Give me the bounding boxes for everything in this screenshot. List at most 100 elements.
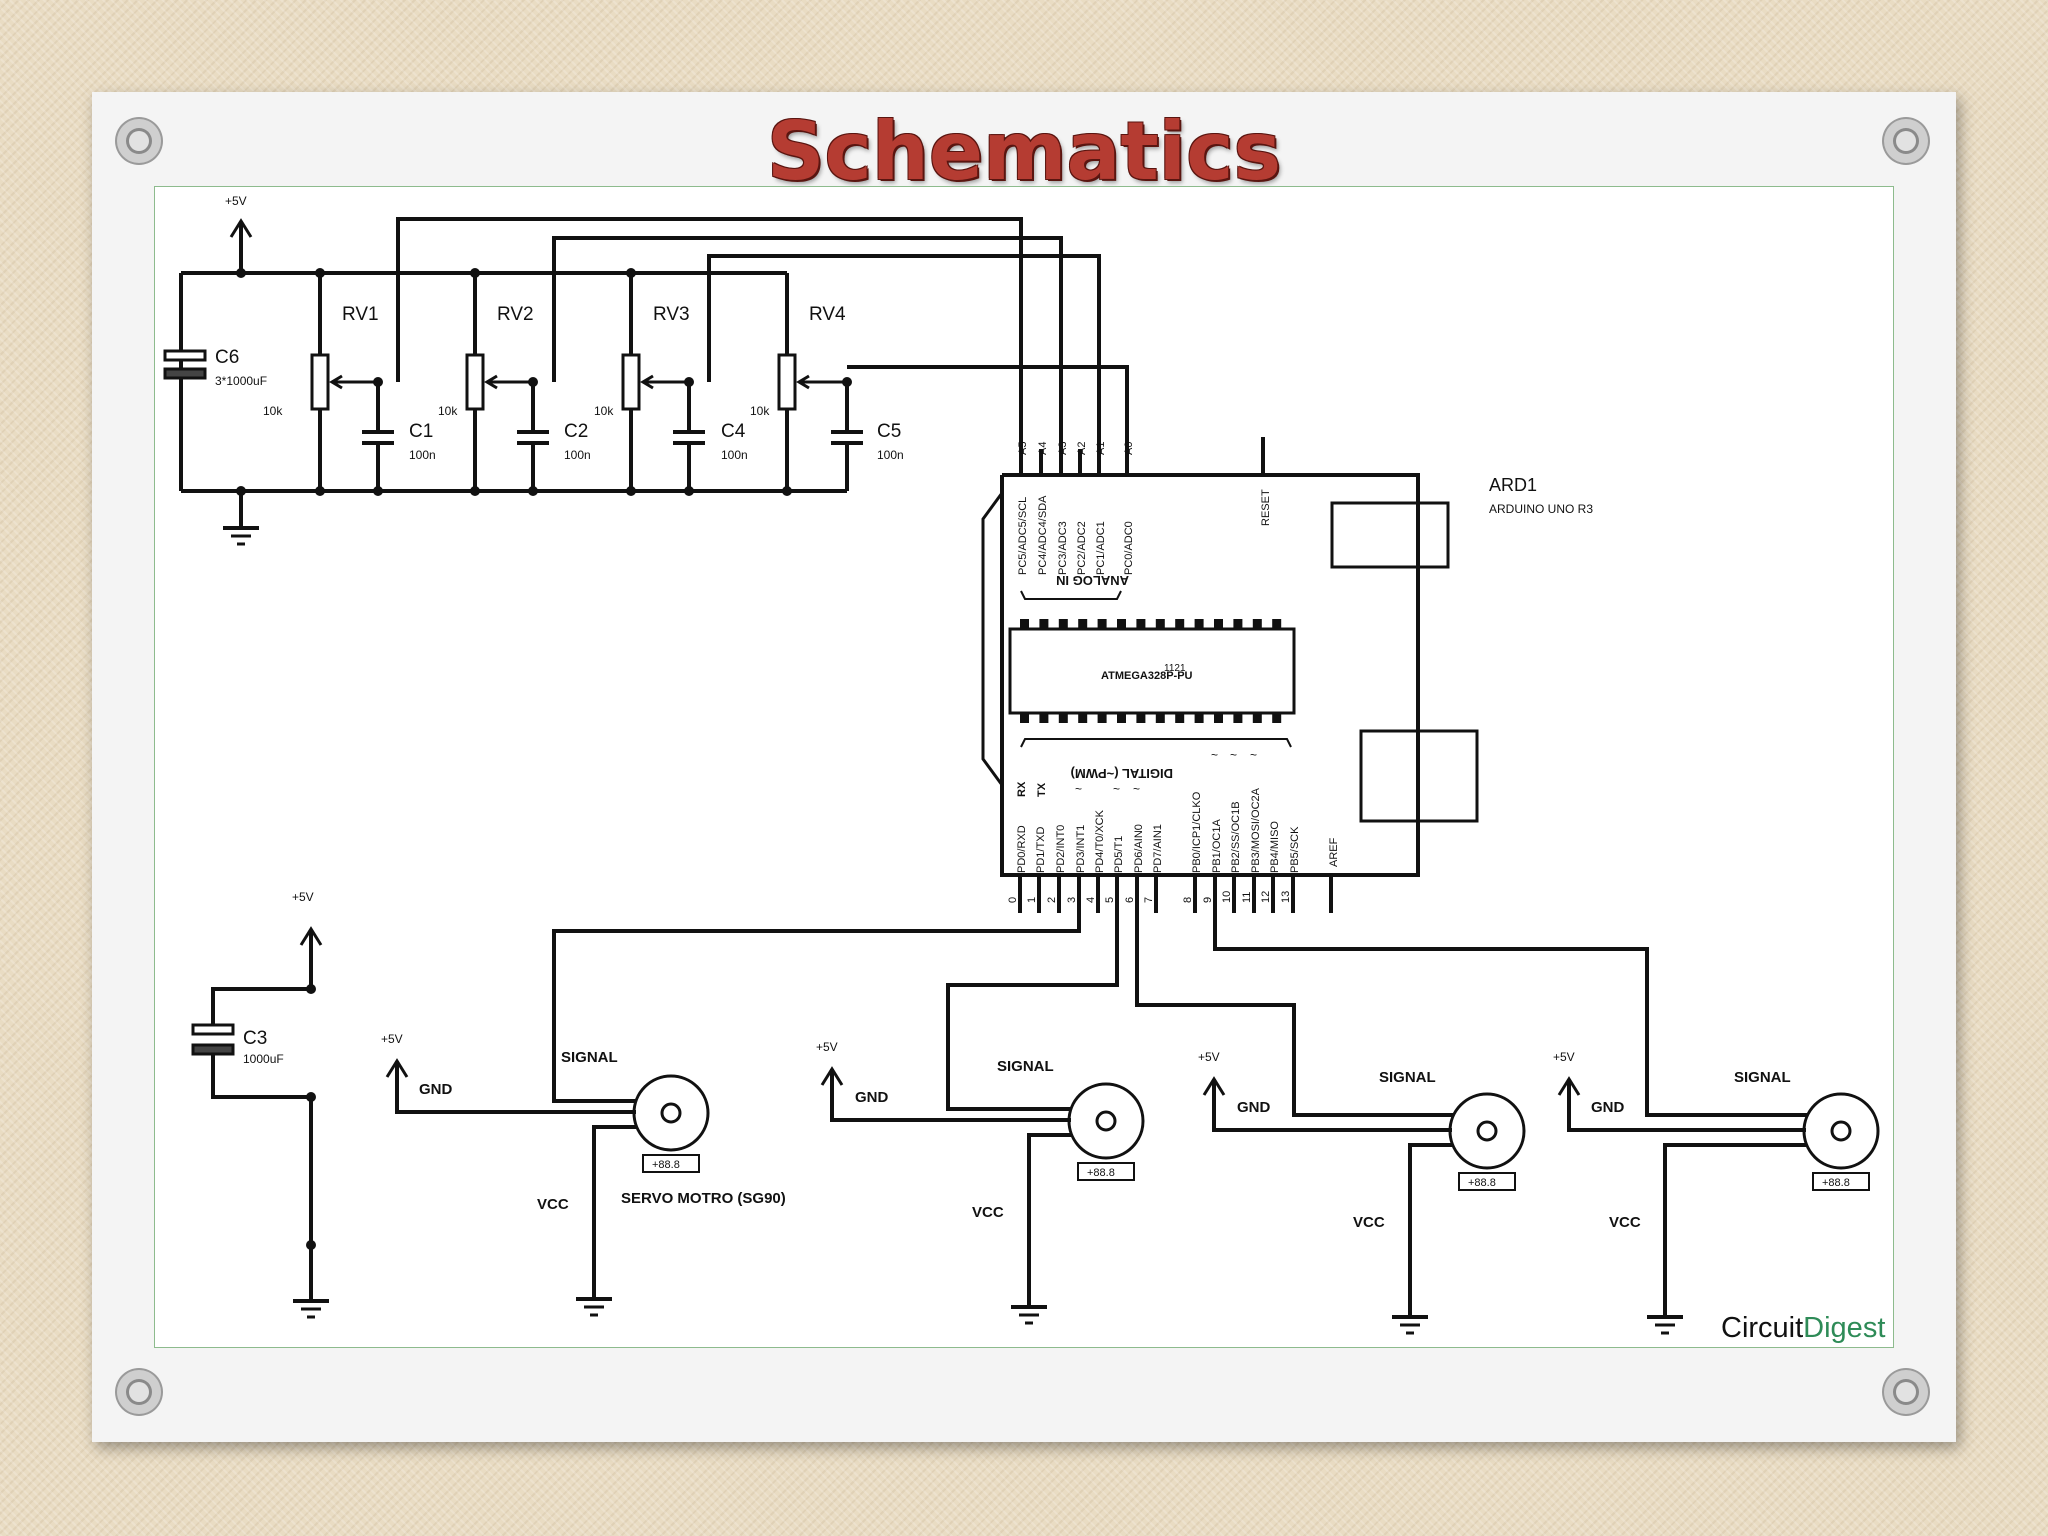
chip-pin — [1117, 713, 1126, 723]
c5-value: 100n — [877, 448, 904, 462]
analog-pin-label: A2 — [1076, 442, 1088, 455]
chip-pin — [1078, 713, 1088, 723]
digital-pin-name: PB0/ICP1/CLKO — [1191, 791, 1203, 873]
rv4-label: RV4 — [809, 304, 846, 325]
c2-value: 100n — [564, 448, 591, 462]
capacitor-c6: C6 3*1000uF — [163, 347, 267, 388]
chip-pin — [1039, 713, 1049, 723]
digital-pin-number: 13 — [1280, 891, 1292, 903]
c2-label: C2 — [564, 421, 588, 442]
servo-gnd-label: GND — [1237, 1099, 1271, 1116]
pot-bank: +5V C6 3*1000uF RV1 10k — [163, 194, 1129, 546]
chip-pin — [1233, 713, 1243, 723]
servo-vcc-label: +5V — [1553, 1050, 1575, 1064]
servo-gnd-wire — [830, 1069, 1071, 1122]
pwm-mark: ~ — [1250, 748, 1257, 762]
servo-readout: +88.8 — [1822, 1177, 1850, 1189]
chip-pin — [1233, 619, 1243, 629]
c6-value: 3*1000uF — [215, 374, 267, 388]
digital-pin-number: 0 — [1007, 897, 1019, 903]
servo-gnd-label: GND — [1591, 1099, 1625, 1116]
servo-readout: +88.8 — [652, 1159, 680, 1171]
servo-shaft — [1830, 1120, 1852, 1142]
pwm-mark: ~ — [1211, 748, 1218, 762]
analog-pin-label: A0 — [1123, 442, 1135, 455]
digital-pin-number: 9 — [1202, 897, 1214, 903]
chip-pin — [1272, 619, 1282, 629]
servo-signal-label: SIGNAL — [1379, 1069, 1436, 1086]
servo-readout-box — [642, 1154, 700, 1173]
analog-pin-label: A1 — [1095, 442, 1107, 455]
servo-gnd-wire — [1567, 1079, 1806, 1132]
digital-pin-number: 2 — [1046, 897, 1058, 903]
analog-pin-name: PC1/ADC1 — [1095, 521, 1107, 575]
chip-code: 1121 — [1164, 663, 1186, 674]
analog-pin-name: PC0/ADC0 — [1123, 521, 1135, 575]
capacitor-c4: C4 100n — [673, 382, 748, 491]
aref-label: AREF — [1328, 837, 1340, 867]
pot-rv2: RV2 10k — [438, 273, 534, 491]
screw-icon — [115, 117, 163, 165]
digital-pin-number: 3 — [1066, 897, 1078, 903]
chip-pin — [1078, 619, 1088, 629]
chip-pin — [1214, 713, 1223, 723]
servo-vcc-text: VCC — [972, 1204, 1004, 1221]
rv1-value: 10k — [263, 404, 283, 418]
page-title: Schematics — [766, 105, 1282, 198]
digital-pin-name: PB1/OC1A — [1211, 819, 1223, 873]
servo-vcc-wire — [592, 1125, 637, 1299]
pot-rv3: RV3 10k — [594, 273, 690, 491]
servo-gnd-label: GND — [855, 1089, 889, 1106]
c3-vcc-label: +5V — [292, 890, 314, 904]
analog-pin-label: A5 — [1017, 442, 1029, 455]
servo-caption: SERVO MOTRO (SG90) — [621, 1190, 786, 1207]
chip-pin — [1039, 619, 1049, 629]
digital-pin-number: 8 — [1182, 897, 1194, 903]
servo-signal-label: SIGNAL — [561, 1049, 618, 1066]
digital-pin-name: PB5/SCK — [1289, 826, 1301, 873]
chip-pin — [1194, 713, 1204, 723]
c4-value: 100n — [721, 448, 748, 462]
chip-pin — [1175, 713, 1185, 723]
analog-pin-label: A3 — [1057, 442, 1069, 455]
digital-pin-number: 7 — [1143, 897, 1155, 903]
pot-rv4: RV4 10k — [750, 273, 847, 491]
c4-label: C4 — [721, 421, 746, 442]
digital-pin-number: 1 — [1026, 897, 1038, 903]
analog-pin-name: PC4/ADC4/SDA — [1037, 495, 1049, 575]
digital-header: DIGITAL (~PWM) — [1071, 766, 1173, 781]
chip-pin — [1155, 713, 1165, 723]
digital-pin-name: PD7/AIN1 — [1152, 824, 1164, 873]
servo-vcc-label: +5V — [1198, 1050, 1220, 1064]
chip-pin — [1272, 713, 1282, 723]
digital-pin-name: PB4/MISO — [1269, 821, 1281, 873]
rv3-label: RV3 — [653, 304, 690, 325]
digital-pin-number: 5 — [1104, 897, 1116, 903]
servo-readout: +88.8 — [1087, 1167, 1115, 1179]
pwm-mark: ~ — [1133, 782, 1140, 796]
digital-pin-name: PD1/TXD — [1035, 826, 1047, 873]
servo-vcc-wire — [1408, 1143, 1453, 1317]
arduino-ref: ARD1 — [1489, 475, 1537, 495]
chip-pin — [1097, 713, 1107, 723]
servo-shaft — [1476, 1120, 1498, 1142]
digital-pin-name: PD2/INT0 — [1055, 825, 1067, 873]
capacitor-c1: C1 100n — [362, 382, 436, 491]
digital-pin-name: PD6/AIN0 — [1133, 824, 1145, 873]
servo-vcc-label: +5V — [381, 1032, 403, 1046]
digital-pin-name: PD5/T1 — [1113, 836, 1125, 873]
schematic-svg: +5V C6 3*1000uF RV1 10k — [163, 194, 1885, 1344]
chip-label: ATMEGA328P-PU — [1101, 670, 1193, 682]
analog-pin-label: A4 — [1037, 442, 1049, 455]
chip-pin — [1252, 713, 1262, 723]
servo-signal-label: SIGNAL — [997, 1058, 1054, 1075]
chip-pin — [1136, 619, 1146, 629]
digital-pin-number: 11 — [1241, 892, 1253, 903]
c1-value: 100n — [409, 448, 436, 462]
servo-gnd-label: GND — [419, 1081, 453, 1098]
servo-vcc-text: VCC — [1353, 1214, 1385, 1231]
